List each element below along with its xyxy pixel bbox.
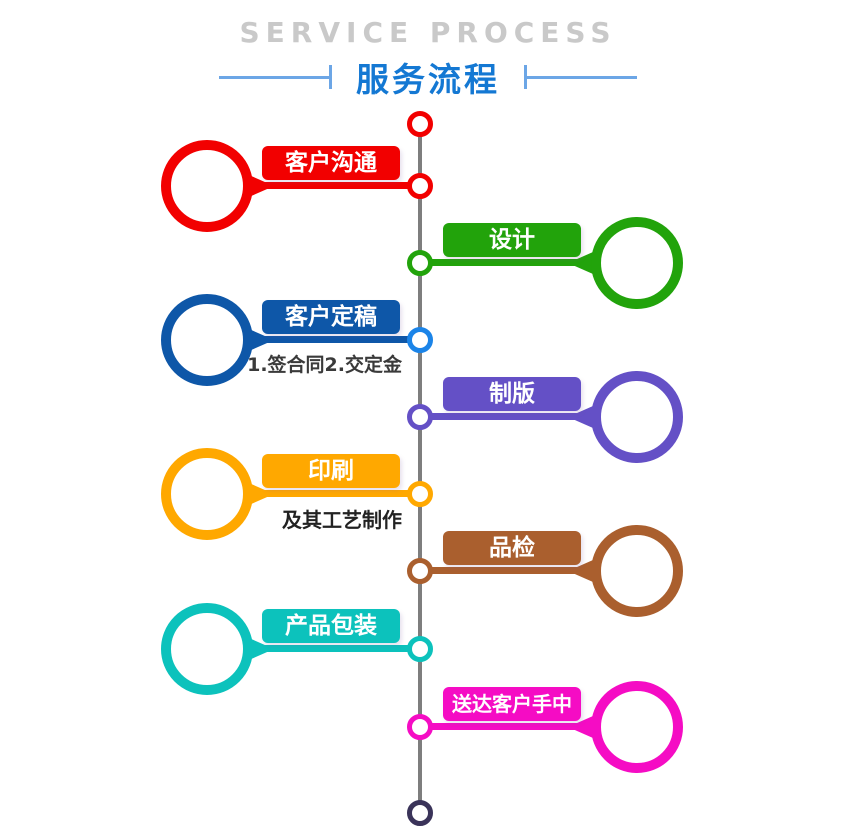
step-circle xyxy=(591,217,683,309)
step-subtitle: 1.签合同2.交定金 xyxy=(247,354,402,376)
timeline-node xyxy=(407,173,433,199)
connector-line xyxy=(252,336,420,343)
title-chinese: 服务流程 xyxy=(356,60,500,99)
step-label: 印刷 xyxy=(262,454,400,488)
step-label: 客户沟通 xyxy=(262,146,400,180)
connector-line xyxy=(420,723,592,730)
step-label: 产品包装 xyxy=(262,609,400,643)
step-label: 设计 xyxy=(443,223,581,257)
timeline-node xyxy=(407,636,433,662)
title-right-rule xyxy=(524,65,637,89)
step-label: 制版 xyxy=(443,377,581,411)
step-circle xyxy=(161,294,253,386)
timeline-node xyxy=(407,250,433,276)
connector-line xyxy=(252,182,420,189)
timeline-start-node xyxy=(407,111,433,137)
diagram-header: SERVICE PROCESS 服务流程 xyxy=(0,16,856,101)
timeline-node xyxy=(407,481,433,507)
step-subtitle: 及其工艺制作 xyxy=(282,508,402,532)
timeline-node xyxy=(407,714,433,740)
connector-line xyxy=(420,567,592,574)
connector-line xyxy=(252,490,420,497)
timeline-line xyxy=(418,124,422,814)
step-circle xyxy=(161,140,253,232)
connector-line xyxy=(252,645,420,652)
connector-line xyxy=(420,413,592,420)
step-label: 客户定稿 xyxy=(262,300,400,334)
connector-line xyxy=(420,259,592,266)
title-row: 服务流程 xyxy=(0,53,856,101)
step-circle xyxy=(591,371,683,463)
step-label: 品检 xyxy=(443,531,581,565)
step-circle xyxy=(591,681,683,773)
step-circle xyxy=(591,525,683,617)
title-english: SERVICE PROCESS xyxy=(239,16,617,49)
timeline-end-node xyxy=(407,800,433,826)
step-circle xyxy=(161,448,253,540)
timeline-node xyxy=(407,558,433,584)
step-circle xyxy=(161,603,253,695)
timeline-node xyxy=(407,327,433,353)
title-left-rule xyxy=(219,65,332,89)
timeline-node xyxy=(407,404,433,430)
step-label: 送达客户手中 xyxy=(443,687,581,721)
